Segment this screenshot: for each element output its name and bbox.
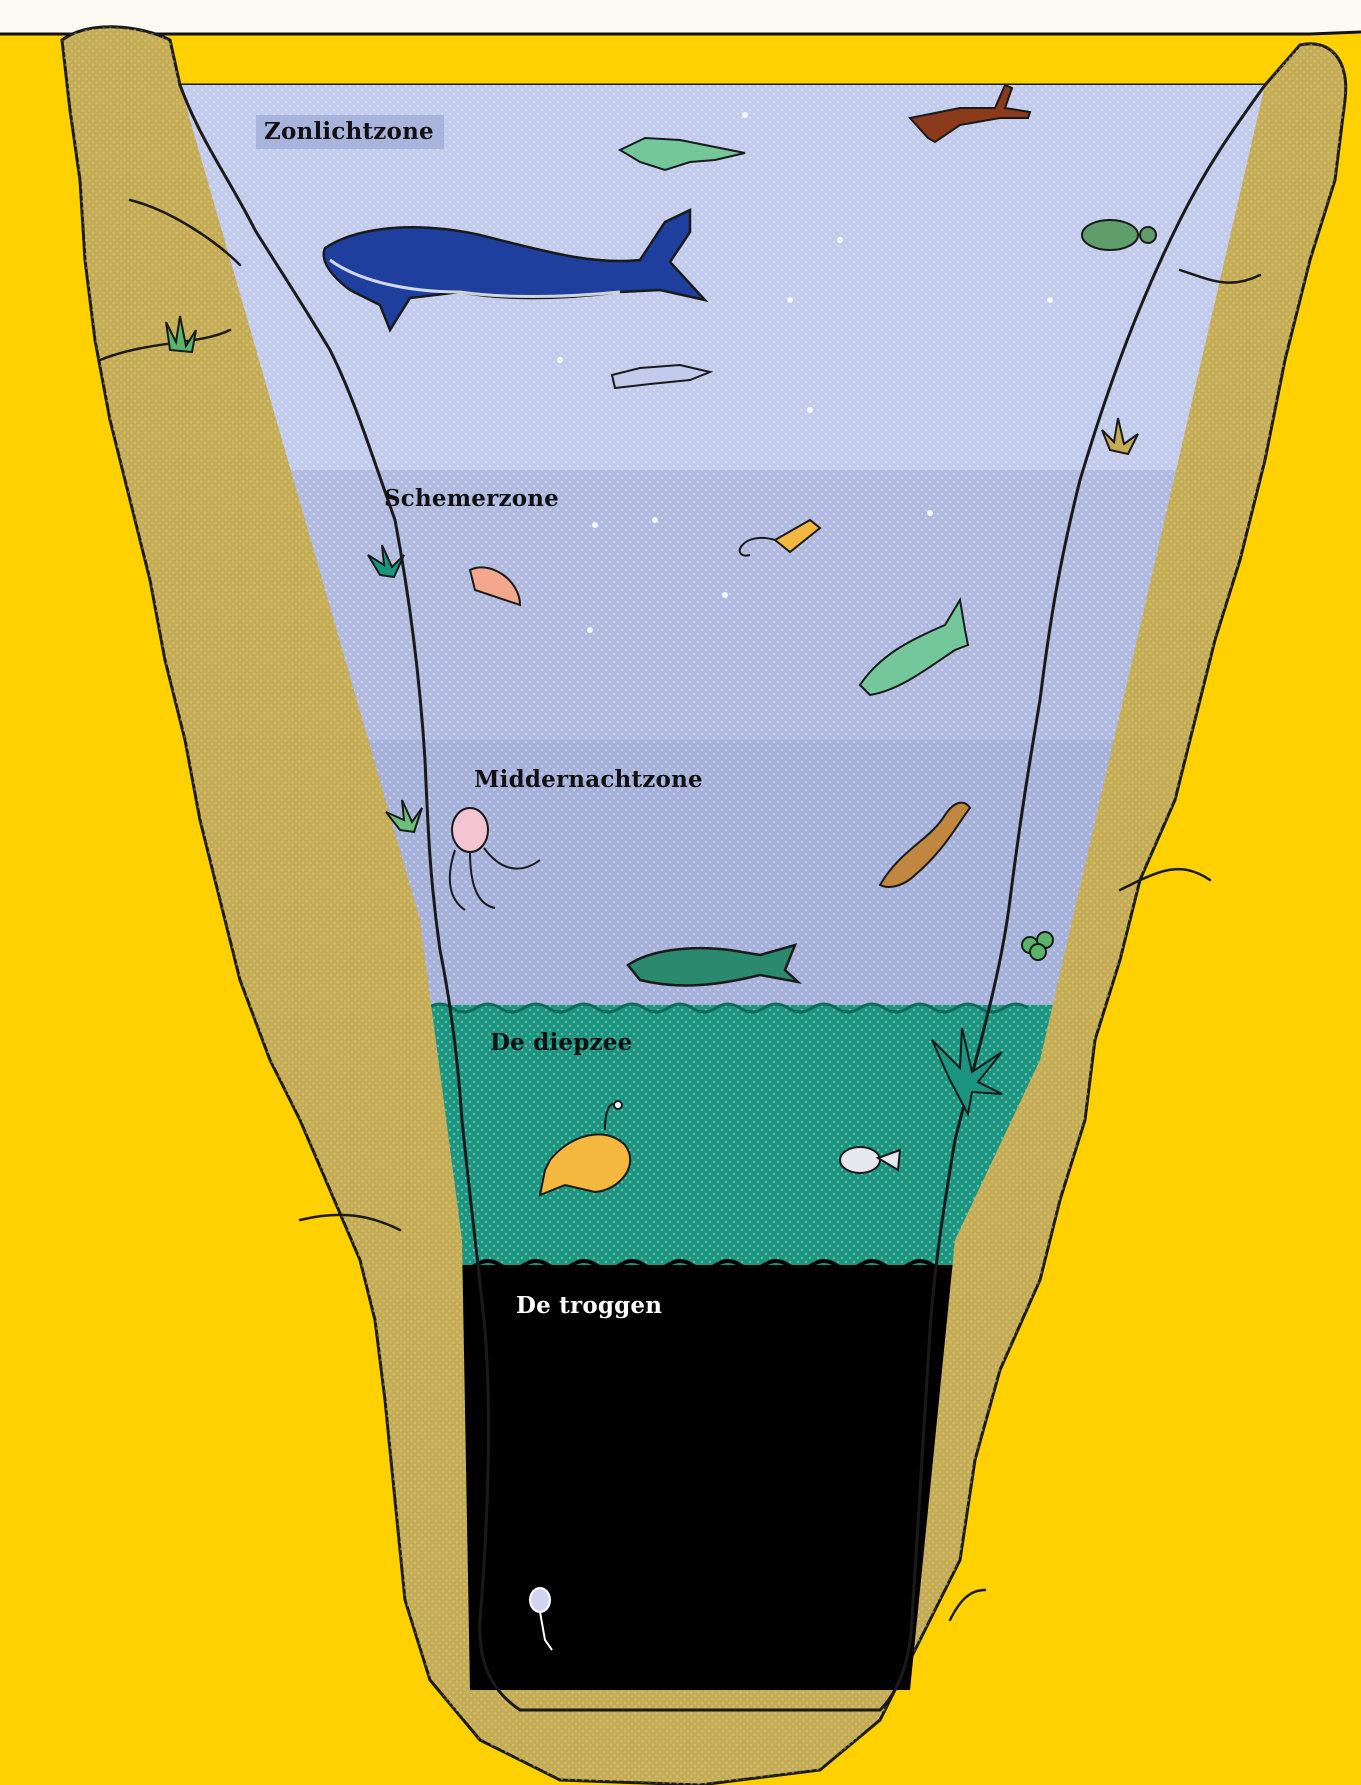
zone-label-troggen: De troggen	[516, 1292, 662, 1319]
paper-strip	[0, 0, 1361, 34]
zone-label-schemerzone: Schemerzone	[384, 485, 559, 512]
zone-label-zonlichtzone: Zonlichtzone	[256, 115, 444, 149]
zone-label-middernachtzone: Middernachtzone	[474, 766, 703, 793]
zone-label-diepzee: De diepzee	[490, 1029, 632, 1056]
